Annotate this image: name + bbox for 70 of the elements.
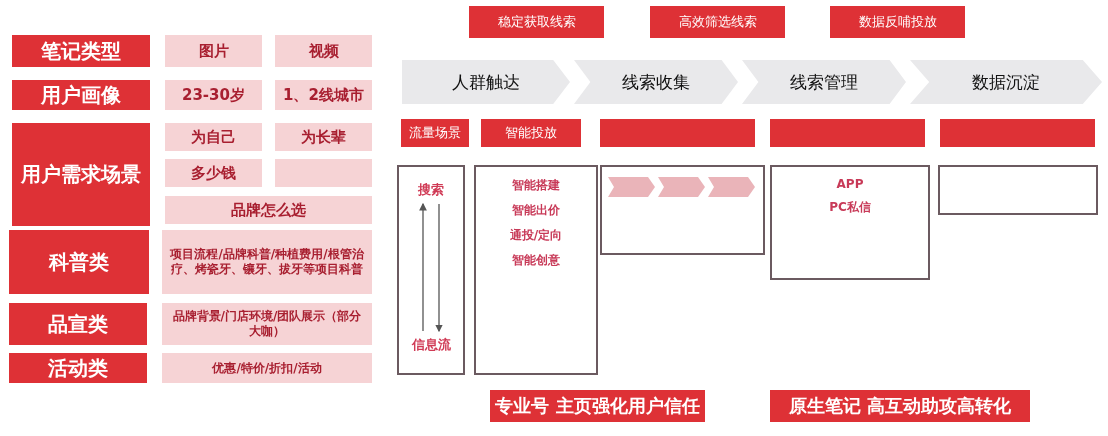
panel-text: APP (836, 177, 864, 191)
node-text: 品牌怎么选 (231, 200, 306, 220)
panel-text: PC私信 (829, 199, 871, 216)
node-text: 原生笔记 高互动助攻高转化 (788, 394, 1012, 418)
node-text: 高效筛选线索 (678, 13, 757, 31)
panel-box (474, 165, 598, 375)
tag-box (165, 80, 262, 110)
category-box (12, 80, 150, 110)
node-text: 线索收集 (622, 70, 690, 94)
empty-box (940, 119, 1095, 147)
node-text: 1、2线城市 (283, 85, 364, 105)
node-text: 优惠/特价/折扣/活动 (212, 360, 322, 376)
node-text: 人群触达 (452, 70, 520, 94)
node-text: 多少钱 (191, 163, 236, 183)
node-text: 专业号 主页强化用户信任 (495, 394, 700, 418)
node-text: 23-30岁 (182, 85, 245, 105)
tag-box (165, 159, 262, 187)
tag-box (162, 353, 372, 383)
node-text: 品牌背景/门店环境/团队展示（部分大咖） (171, 309, 363, 339)
node-text: 流量场景 (409, 124, 461, 142)
node-text: 图片 (198, 41, 229, 61)
category-box (12, 123, 150, 226)
panel-box (397, 165, 465, 375)
node-text: 活动类 (48, 354, 108, 382)
tag-box (165, 35, 262, 67)
tag-box (162, 230, 372, 294)
tag-box (165, 196, 372, 224)
panel-box (770, 165, 930, 280)
node-text: 科普类 (49, 248, 109, 276)
category-box (9, 303, 147, 345)
heading-box (481, 119, 581, 147)
heading-box (830, 6, 965, 38)
node-text: 用户画像 (41, 81, 121, 109)
node-text: 视频 (308, 41, 339, 61)
tag-box (275, 35, 372, 67)
heading-box (650, 6, 785, 38)
node-text: 项目流程/品牌科普/种植费用/根管治疗、烤瓷牙、镶牙、拔牙等项目科普 (169, 247, 365, 277)
node-text: 信息流 (411, 336, 451, 354)
category-box (12, 35, 150, 67)
empty-box (770, 119, 925, 147)
node-text: 搜索 (418, 181, 444, 199)
node-text: 线索管理 (790, 70, 858, 94)
node-text: 笔记类型 (41, 37, 121, 65)
node-text: 品宣类 (48, 310, 108, 338)
banner-box (770, 390, 1030, 422)
node-text: 数据沉淀 (972, 70, 1040, 94)
node-text: 用户需求场景 (21, 161, 141, 188)
panel-text: 智能创意 (512, 252, 560, 269)
heading-box (469, 6, 604, 38)
panel-box (938, 165, 1098, 215)
category-box (9, 353, 147, 383)
panel-box (600, 165, 765, 255)
arrow (419, 202, 427, 332)
node-text: 智能投放 (505, 124, 557, 142)
panel-text: 智能出价 (512, 202, 560, 219)
node-text: 数据反哺投放 (858, 13, 937, 31)
tag-box (165, 123, 262, 151)
node-text: 稳定获取线索 (497, 13, 576, 31)
heading-box (401, 119, 469, 147)
empty-box (275, 159, 372, 187)
empty-box (600, 119, 755, 147)
tag-box (162, 303, 372, 345)
tag-box (275, 123, 372, 151)
panel-text: 智能搭建 (512, 177, 560, 194)
category-box (9, 230, 149, 294)
arrow (435, 203, 443, 333)
tag-box (275, 80, 372, 110)
panel-text: 通投/定向 (509, 227, 563, 244)
node-text: 为长辈 (301, 127, 346, 147)
node-text: 为自己 (191, 127, 236, 147)
